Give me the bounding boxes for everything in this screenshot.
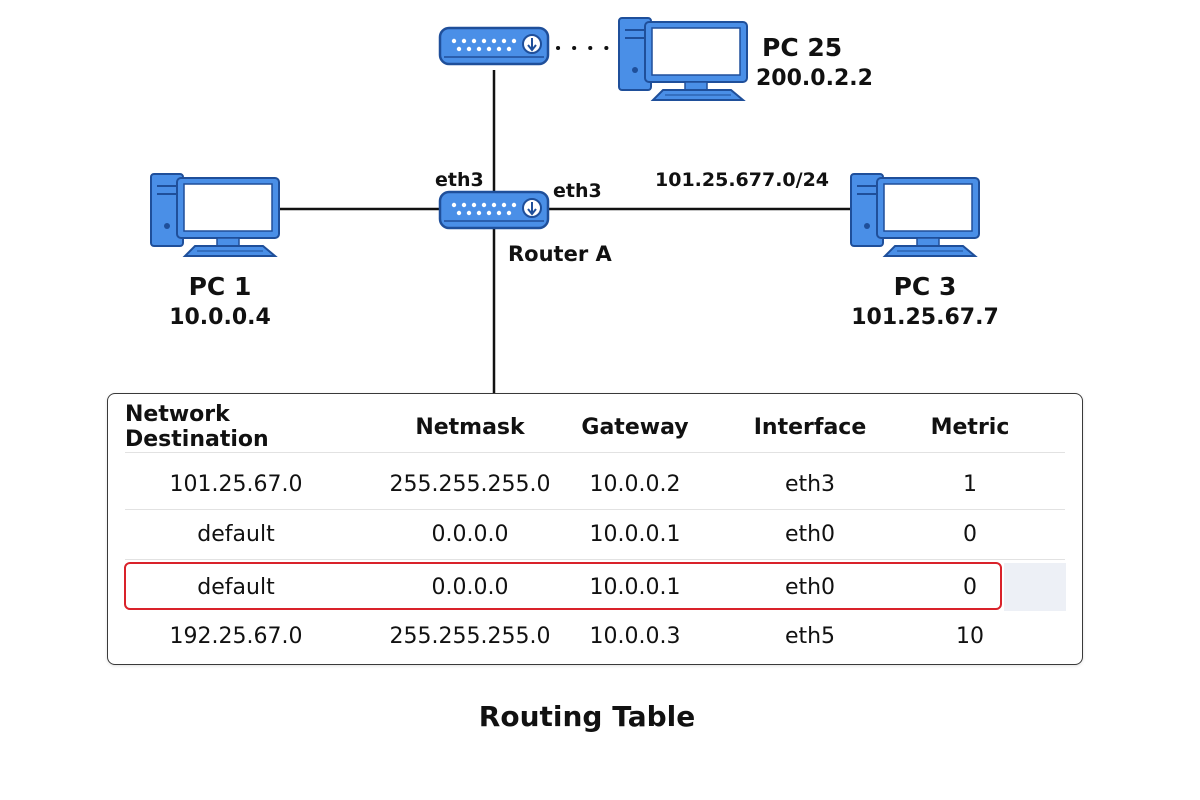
- table-row: 101.25.67.0 255.255.255.0 10.0.0.2 eth3 …: [125, 459, 1065, 510]
- cell-netmask: 0.0.0.0: [431, 574, 509, 600]
- cell-destination: default: [197, 574, 275, 600]
- cell-gateway: 10.0.0.3: [589, 623, 681, 649]
- cell-interface: eth3: [784, 471, 836, 497]
- cell-destination: default: [197, 521, 275, 547]
- router-a-name: Router A: [508, 242, 612, 266]
- subnet-label: 101.25.677.0/24: [655, 169, 830, 191]
- col-header-gateway: Gateway: [581, 414, 689, 440]
- pc25-icon: [618, 17, 748, 101]
- highlight-box: [124, 562, 1002, 610]
- col-header-metric: Metric: [930, 414, 1010, 440]
- pc3-ip: 101.25.67.7: [851, 305, 999, 330]
- pc1-icon: [150, 173, 280, 257]
- cell-gateway: 10.0.0.1: [589, 521, 681, 547]
- table-row-highlighted: default 0.0.0.0 10.0.0.1 eth0 0: [125, 562, 1065, 612]
- cell-netmask: 255.255.255.0: [389, 623, 551, 649]
- cell-metric: 1: [963, 471, 977, 497]
- col-header-netmask: Netmask: [415, 414, 525, 440]
- cell-destination: 101.25.67.0: [169, 471, 303, 497]
- routing-table: Network Destination Netmask Gateway Inte…: [107, 393, 1083, 665]
- pc1-ip: 10.0.0.4: [169, 305, 271, 330]
- cell-metric: 0: [963, 521, 977, 547]
- cell-gateway: 10.0.0.2: [589, 471, 681, 497]
- router-iface-left: eth3: [435, 169, 484, 191]
- cell-netmask: 0.0.0.0: [431, 521, 509, 547]
- cell-metric: 0: [963, 574, 977, 600]
- pc3-name: PC 3: [893, 272, 957, 301]
- cell-interface: eth0: [784, 574, 836, 600]
- col-header-destination: Network Destination: [125, 402, 269, 452]
- cell-metric: 10: [956, 623, 984, 649]
- cell-netmask: 255.255.255.0: [389, 471, 551, 497]
- router-a-icon: [438, 190, 550, 230]
- diagram-caption: Routing Table: [478, 700, 696, 733]
- pc25-name: PC 25: [762, 33, 843, 62]
- table-header-row: Network Destination Netmask Gateway Inte…: [125, 402, 1065, 453]
- cell-destination: 192.25.67.0: [169, 623, 303, 649]
- cell-interface: eth0: [784, 521, 836, 547]
- cell-interface: eth5: [784, 623, 836, 649]
- pc1-name: PC 1: [188, 272, 252, 301]
- router-iface-right: eth3: [553, 180, 602, 202]
- col-header-interface: Interface: [753, 414, 867, 440]
- top-switch-icon: [438, 26, 550, 66]
- highlight-row-shade: [1004, 563, 1066, 611]
- pc3-icon: [850, 173, 980, 257]
- pc25-ip: 200.0.2.2: [756, 66, 873, 91]
- table-row: 192.25.67.0 255.255.255.0 10.0.0.3 eth5 …: [125, 611, 1065, 661]
- cell-gateway: 10.0.0.1: [589, 574, 681, 600]
- table-row: default 0.0.0.0 10.0.0.1 eth0 0: [125, 509, 1065, 560]
